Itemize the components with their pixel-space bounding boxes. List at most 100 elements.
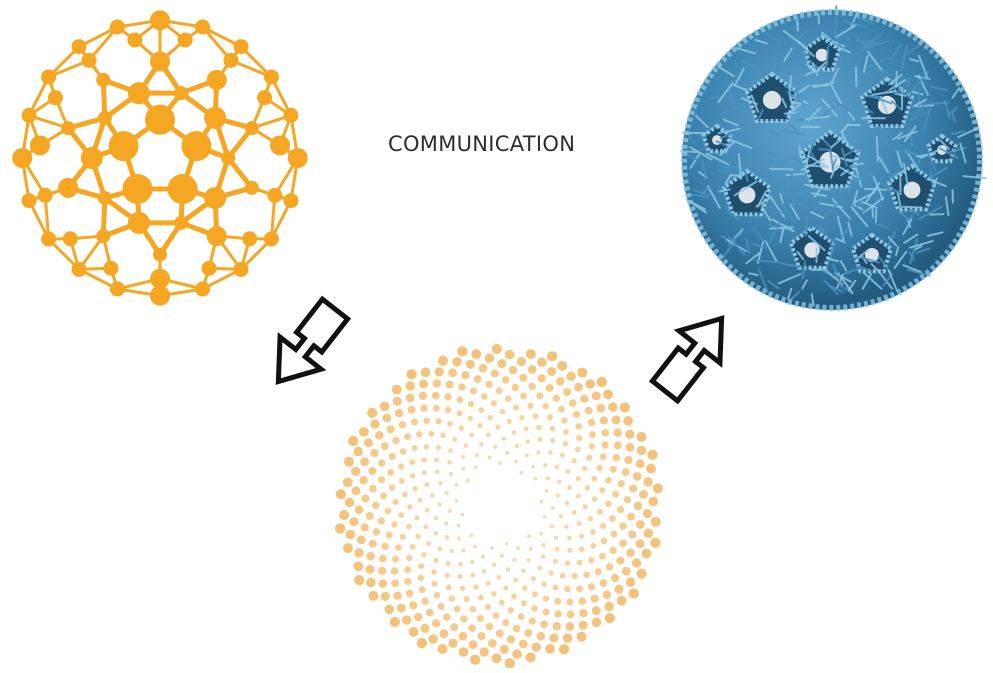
- spiral-dot: [492, 653, 502, 663]
- fullerene-atom: [283, 108, 298, 123]
- spiral-dot: [580, 395, 588, 403]
- spiral-dot: [457, 536, 461, 540]
- spiral-dot: [353, 561, 363, 571]
- fullerene-atom: [72, 39, 87, 54]
- spiral-dot: [488, 639, 497, 648]
- spiral-dot: [599, 487, 605, 493]
- spiral-dot: [632, 558, 641, 567]
- spiral-dot: [378, 476, 385, 483]
- spiral-dot: [626, 549, 635, 558]
- spiral-dot: [560, 453, 565, 458]
- spiral-dot: [599, 553, 606, 560]
- spiral-dot: [478, 407, 484, 413]
- spiral-dot: [479, 364, 488, 373]
- spiral-dot: [577, 521, 582, 526]
- fullerene-atom: [150, 269, 170, 289]
- fullerene-atom: [58, 178, 78, 198]
- spiral-dot: [513, 578, 518, 583]
- spiral-dot: [636, 432, 646, 442]
- sphere-fiber: [799, 146, 800, 157]
- spiral-dot: [433, 558, 438, 563]
- fullerene-atom: [12, 148, 32, 168]
- spiral-dot: [538, 437, 543, 442]
- spiral-dot: [502, 376, 510, 384]
- spiral-dot: [505, 658, 515, 668]
- spiral-dot: [384, 508, 391, 515]
- spiral-dot: [614, 441, 622, 449]
- spiral-dot: [557, 480, 561, 484]
- spiral-dot: [625, 430, 634, 439]
- spiral-dot: [449, 472, 453, 476]
- spiral-dot: [398, 463, 404, 469]
- spiral-dot: [448, 639, 457, 648]
- spiral-dot: [513, 625, 521, 633]
- spiral-dot: [435, 367, 444, 376]
- fullerene-atom: [178, 32, 193, 47]
- spiral-dot: [633, 472, 642, 481]
- spiral-dot: [339, 510, 349, 520]
- spiral-dot: [543, 515, 547, 519]
- spiral-dot: [557, 361, 567, 371]
- spiral-dot: [613, 454, 621, 462]
- spiral-dot: [546, 384, 554, 392]
- spiral-dot: [597, 509, 603, 515]
- fullerene-atom: [103, 261, 118, 276]
- spiral-dot: [551, 506, 555, 510]
- spiral-dot: [461, 513, 465, 517]
- spiral-dot: [379, 555, 387, 563]
- spiral-dot: [468, 624, 476, 632]
- sphere-fiber: [930, 214, 943, 215]
- spiral-dot: [398, 512, 404, 518]
- fullerene-atom: [168, 174, 198, 204]
- sphere-fiber: [818, 14, 819, 23]
- spiral-dot: [554, 535, 558, 539]
- diagram-title: COMMUNICATION: [388, 132, 618, 156]
- spiral-dot: [588, 419, 595, 426]
- spiral-dot: [479, 442, 483, 446]
- spiral-dot: [395, 409, 403, 417]
- spiral-dot: [380, 492, 387, 499]
- spiral-dot: [389, 453, 396, 460]
- spiral-dot: [434, 457, 439, 462]
- fullerene-atom: [257, 90, 272, 105]
- spiral-dot: [500, 645, 509, 654]
- spiral-dot: [516, 546, 520, 550]
- spiral-dot: [612, 491, 619, 498]
- spiral-dot: [536, 425, 541, 430]
- spiral-dot: [563, 429, 569, 435]
- spiral-dot: [600, 523, 606, 529]
- spiral-dot: [563, 388, 571, 396]
- spiral-dot: [404, 566, 411, 573]
- spiral-dot: [450, 623, 458, 631]
- spiral-dot: [399, 478, 405, 484]
- spiral-dot: [513, 405, 519, 411]
- spiral-dot: [409, 627, 419, 637]
- spiral-dot: [643, 477, 652, 486]
- spiral-dot: [564, 586, 570, 592]
- spiral-dot: [608, 402, 617, 411]
- spiral-dot: [382, 413, 391, 422]
- spiral-dot: [406, 393, 415, 402]
- spiral-dot: [468, 401, 474, 407]
- spiral-dot: [366, 512, 374, 520]
- spiral-dot: [507, 419, 512, 424]
- spiral-dot: [488, 415, 493, 420]
- spiral-dot: [553, 622, 561, 630]
- spiral-dot: [619, 539, 627, 547]
- spiral-dot: [542, 403, 549, 410]
- spiral-dot: [438, 481, 442, 485]
- fullerene-atom: [242, 231, 257, 246]
- spiral-dot: [493, 612, 500, 619]
- spiral-dot: [459, 647, 469, 657]
- spiral-dot: [591, 595, 599, 603]
- fullerene-atom: [41, 70, 56, 85]
- spiral-dot: [545, 489, 549, 493]
- spiral-dot: [583, 571, 590, 578]
- spiral-dot: [473, 584, 478, 589]
- spiral-dot: [636, 520, 645, 529]
- spiral-dot: [367, 408, 377, 418]
- spiral-dot: [457, 346, 467, 356]
- spiral-dot: [603, 590, 612, 599]
- spiral-dot: [482, 569, 487, 574]
- spiral-dot: [520, 471, 524, 475]
